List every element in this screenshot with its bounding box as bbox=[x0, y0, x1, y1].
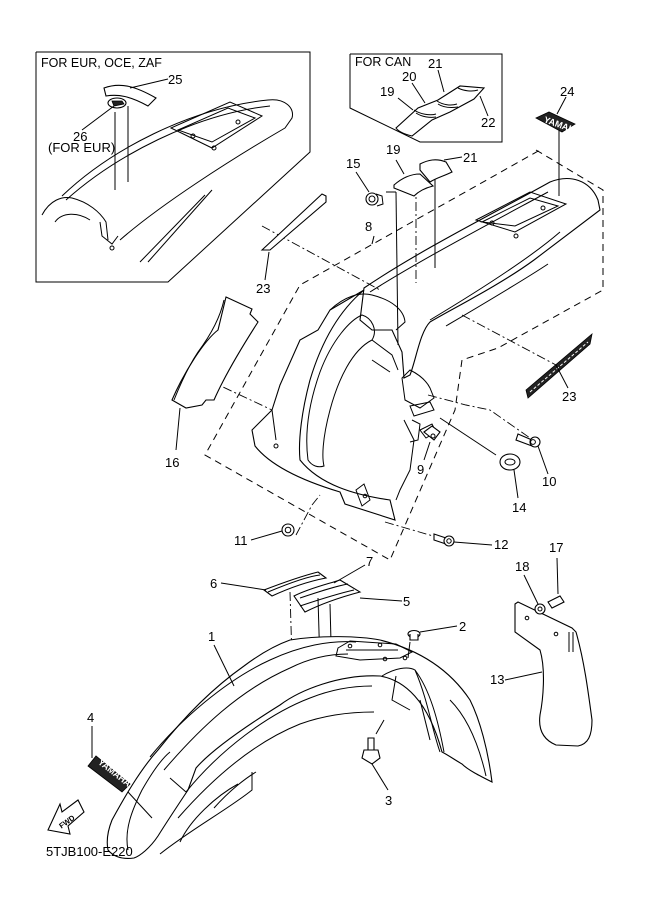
callout-19-can: 19 bbox=[380, 84, 394, 99]
inset-eur-caption: FOR EUR, OCE, ZAF bbox=[41, 56, 162, 70]
callout-17: 17 bbox=[549, 540, 563, 555]
callout-12: 12 bbox=[494, 537, 508, 552]
callout-5: 5 bbox=[403, 594, 410, 609]
callout-9: 9 bbox=[417, 462, 424, 477]
inset-can-caption: FOR CAN bbox=[355, 55, 411, 69]
callout-25: 25 bbox=[168, 72, 182, 87]
callout-16: 16 bbox=[165, 455, 179, 470]
callout-4: 4 bbox=[87, 710, 94, 725]
fwd-arrow-icon: FWD bbox=[47, 799, 85, 835]
callout-21: 21 bbox=[463, 150, 477, 165]
callout-3: 3 bbox=[385, 793, 392, 808]
callout-23-right: 23 bbox=[562, 389, 576, 404]
callout-14: 14 bbox=[512, 500, 526, 515]
callout-23-left: 23 bbox=[256, 281, 270, 296]
inset-eur-oce-zaf: FOR EUR, OCE, ZAF 25 26 (FOR EUR) bbox=[35, 51, 311, 283]
callout-26-note: (FOR EUR) bbox=[48, 140, 115, 155]
callout-21-can: 21 bbox=[428, 56, 442, 71]
callout-13: 13 bbox=[490, 672, 504, 687]
callout-2: 2 bbox=[459, 619, 466, 634]
diagram-code: 5TJB100-E220 bbox=[46, 844, 133, 859]
rear-fender-assembly: 15 19 21 8 23 23 YAMAHA 24 16 9 bbox=[165, 84, 604, 561]
callout-18: 18 bbox=[515, 559, 529, 574]
callout-22: 22 bbox=[481, 115, 495, 130]
callout-10: 10 bbox=[542, 474, 556, 489]
callout-26: 26 bbox=[73, 129, 87, 144]
callout-20: 20 bbox=[402, 69, 416, 84]
callout-19: 19 bbox=[386, 142, 400, 157]
callout-15: 15 bbox=[346, 156, 360, 171]
mud-flap-assembly: 13 18 17 bbox=[490, 540, 593, 747]
callout-1: 1 bbox=[208, 629, 215, 644]
callout-11: 11 bbox=[234, 533, 248, 548]
callout-6: 6 bbox=[210, 576, 217, 591]
inset-for-can: FOR CAN 19 20 21 22 bbox=[349, 53, 503, 143]
callout-8: 8 bbox=[365, 219, 372, 234]
callout-7: 7 bbox=[366, 554, 373, 569]
front-fender-assembly: 6 7 5 1 2 bbox=[46, 554, 493, 859]
callout-24: 24 bbox=[560, 84, 574, 99]
